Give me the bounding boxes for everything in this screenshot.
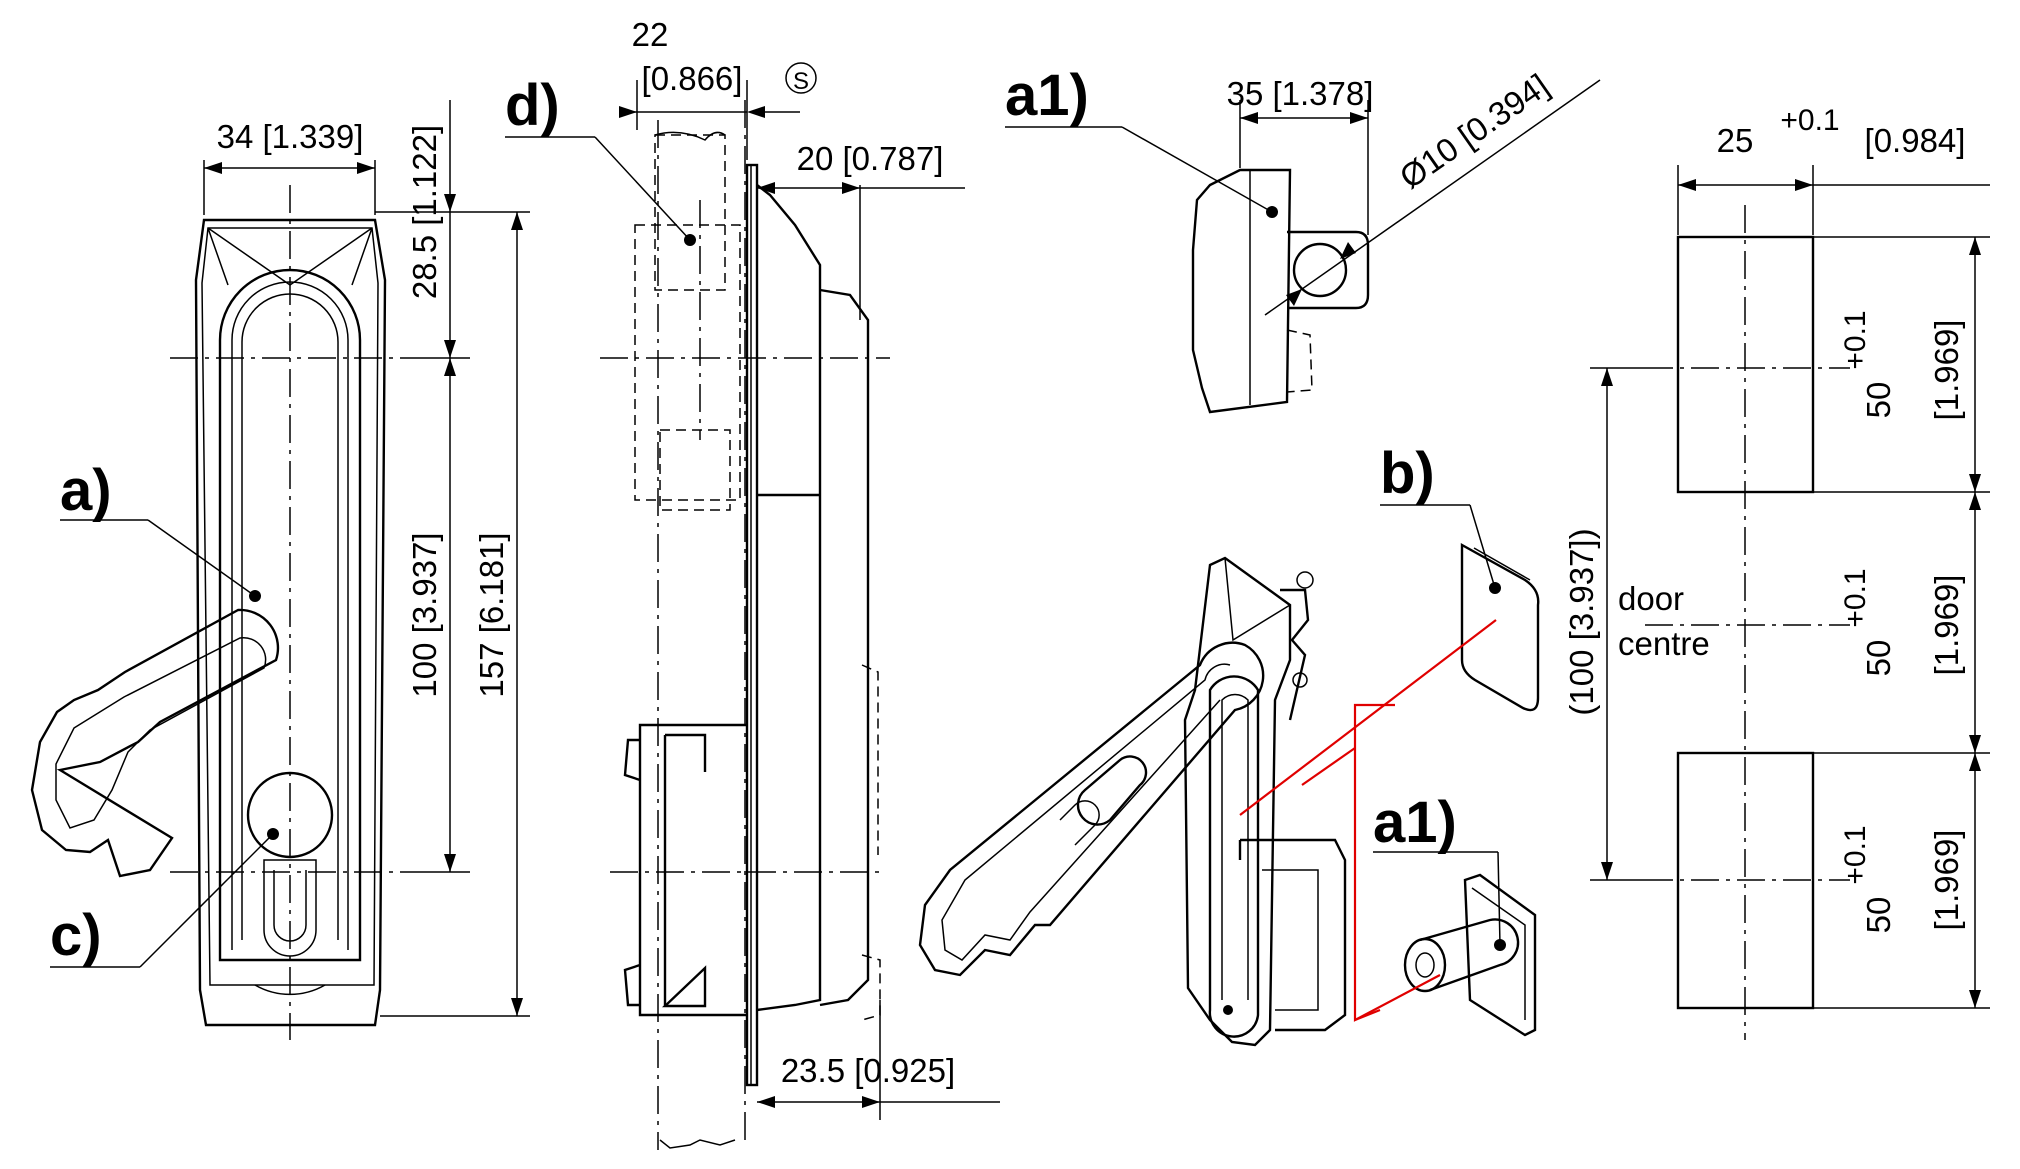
panel-cutout [1590,165,1990,1040]
cutout-slot-3-inch: [1.969] [1928,830,1965,931]
callout-a1-top-leader [1005,126,1273,213]
cutout-slot-1-tol: +0.1 [1839,310,1872,369]
side-dim-22-value: 22 [632,16,669,53]
callout-c-leader [50,833,274,968]
cutout-slot-1-value: 50 [1860,382,1897,419]
part-a1-bottom [1403,873,1537,1037]
callout-b-leader [1380,504,1496,589]
front-width-dim: 34 [1.339] [217,118,364,155]
door-label-line-2: centre [1618,625,1710,662]
front-height-dim: 157 [6.181] [473,532,510,697]
red-connector-lines [1239,619,1497,1022]
front-top-dim: 28.5 [1.122] [406,125,443,299]
cutout-slot-2-inch: [1.969] [1928,575,1965,676]
part-b [1460,542,1540,712]
side-dim-22-inch: [0.866] [642,60,743,97]
a1-width-dim: 35 [1.378] [1227,75,1374,112]
cutout-slot-1-inch: [1.969] [1928,320,1965,421]
callout-a1-bottom: a1) [1373,790,1457,855]
detail-a1-top [1191,79,1601,414]
door-label-line-1: door [1618,580,1684,617]
callout-c: c) [50,903,102,968]
a1-diameter-dim: Ø10 [0.394] [1393,67,1556,196]
callout-a: a) [60,458,112,523]
side-depth-dim: 20 [0.787] [797,140,944,177]
front-view [30,185,420,1040]
side-depth-bottom-dim: 23.5 [0.925] [781,1052,955,1089]
callout-d-leader [505,136,691,241]
callout-a1-bottom-leader [1373,851,1501,946]
side-view [600,100,890,1150]
cutout-slot-3-tol: +0.1 [1839,825,1872,884]
front-dimensions [203,100,530,1017]
callout-a1-top: a1) [1005,63,1089,128]
callout-b: b) [1380,441,1435,506]
cutout-pitch-dim: (100 [3.937]) [1563,528,1600,715]
cutout-slot-2-tol: +0.1 [1839,568,1872,627]
callout-a-leader [60,519,256,597]
front-pitch-dim: 100 [3.937] [406,532,443,697]
cutout-slot-2-value: 50 [1860,640,1897,677]
cutout-slot-3-value: 50 [1860,897,1897,934]
s-symbol: S [793,68,809,95]
cutout-width-value: 25 [1717,122,1754,159]
cutout-width-tol: +0.1 [1780,104,1839,137]
isometric-view [918,556,1347,1047]
callout-d: d) [505,73,560,138]
cutout-width-inch: [0.984] [1865,122,1966,159]
side-dimensions [619,62,1000,1120]
